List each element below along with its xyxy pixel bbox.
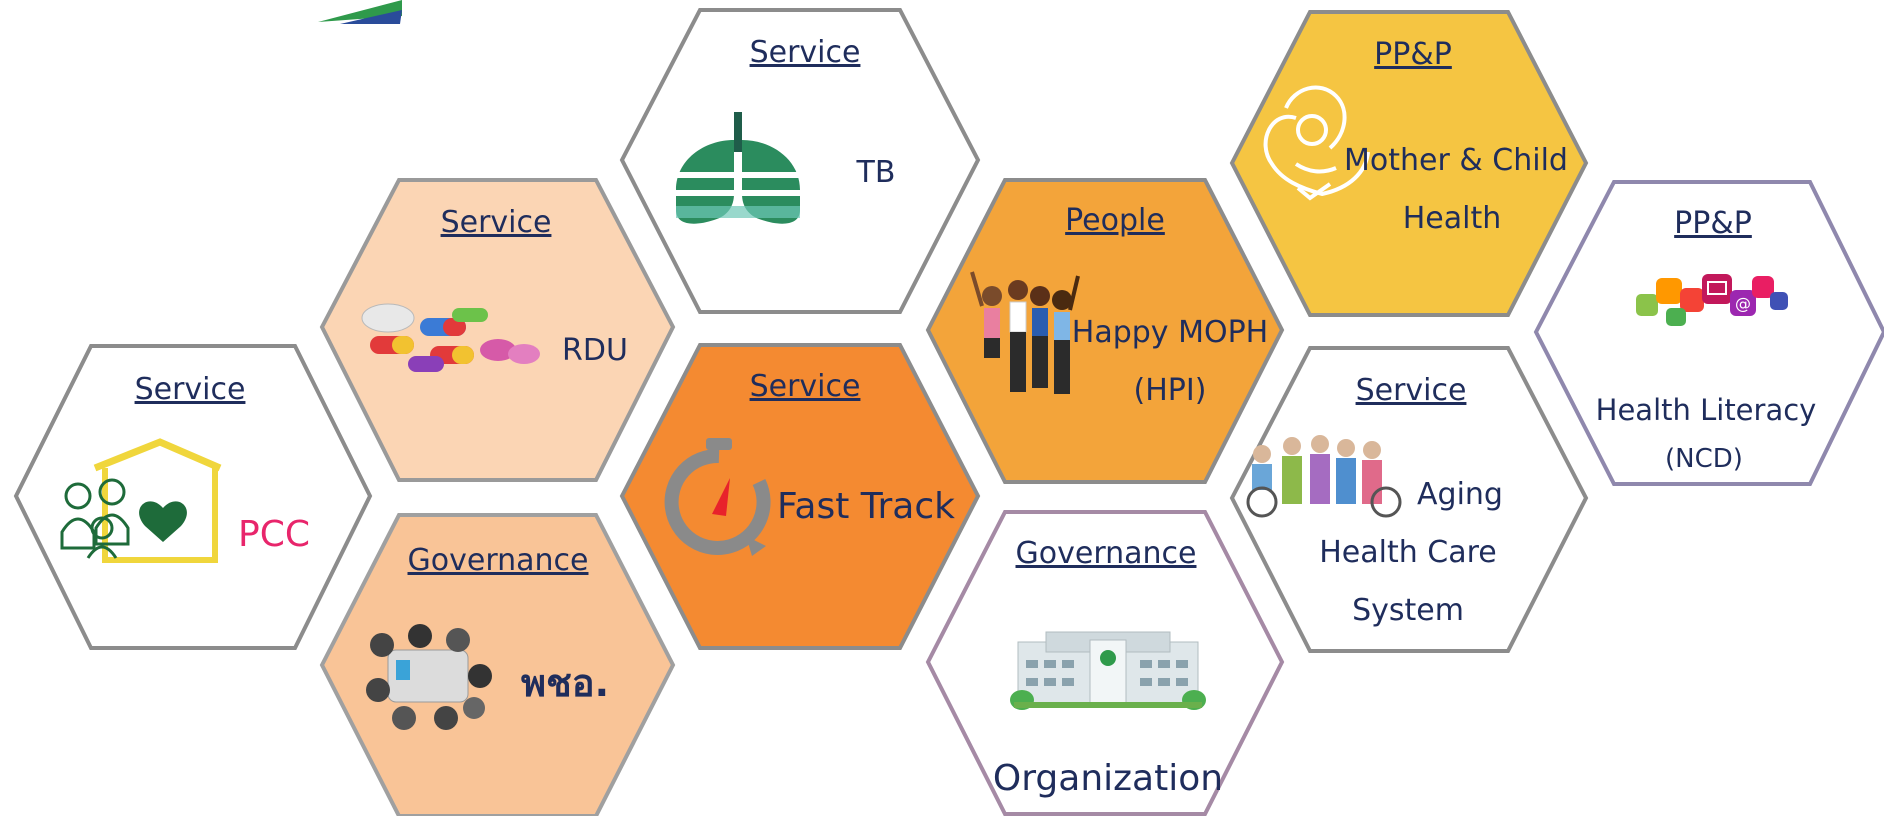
hex-mother-child-label-line1: Mother & Child: [1344, 143, 1568, 178]
hex-fast-track[interactable]: Service Fast Track: [619, 343, 981, 650]
social-media-bubbles-icon: @: [1636, 274, 1788, 326]
hex-happy-moph-category: People: [1065, 203, 1165, 238]
hex-happy-moph[interactable]: People Happy MOPH (HPI): [925, 178, 1285, 484]
hex-health-literacy-label-line1: Health Literacy: [1596, 393, 1817, 427]
hex-health-literacy-label-line2: (NCD): [1665, 444, 1743, 474]
hex-tb[interactable]: Service TB: [619, 8, 981, 314]
happy-people-icon: [970, 271, 1080, 394]
hex-mother-child[interactable]: PP&P Mother & Child Health: [1229, 10, 1589, 317]
hex-happy-moph-label-line2: (HPI): [1134, 373, 1207, 408]
stopwatch-icon: [664, 438, 771, 556]
hex-governance-phc-label: พชอ.: [521, 661, 609, 705]
hex-organization-label: Organization: [993, 758, 1223, 799]
hex-organization[interactable]: Governance Organization: [925, 510, 1285, 816]
hex-pcc-category: Service: [135, 372, 246, 407]
hex-rdu-category: Service: [441, 205, 552, 240]
hex-aging[interactable]: Service Aging Health Care System: [1229, 346, 1589, 653]
hex-tb-label: TB: [856, 155, 896, 190]
hex-happy-moph-label-line1: Happy MOPH: [1072, 315, 1268, 350]
hex-tb-category: Service: [750, 35, 861, 70]
hex-aging-category: Service: [1356, 373, 1467, 408]
hex-aging-label-line2: Health Care: [1319, 535, 1497, 570]
elderly-group-icon: [1246, 435, 1402, 518]
hex-mother-child-label-line2: Health: [1403, 201, 1502, 236]
logo-fragment-icon: [318, 0, 402, 24]
hospital-building-icon: [1010, 631, 1206, 710]
hex-pcc-label: PCC: [238, 514, 310, 555]
lungs-icon: [676, 112, 800, 224]
hex-organization-category: Governance: [1016, 536, 1197, 571]
hex-aging-label-line3: System: [1352, 593, 1464, 628]
hex-pcc[interactable]: Service PCC: [13, 344, 373, 650]
meeting-table-icon: [366, 624, 492, 730]
hex-health-literacy[interactable]: PP&P @ Health Literacy (NCD): [1533, 180, 1884, 486]
hex-governance-phc-category: Governance: [408, 543, 589, 578]
hex-rdu[interactable]: Service RDU: [319, 178, 676, 482]
hex-aging-label-line1: Aging: [1417, 477, 1503, 512]
mother-child-icon: [1263, 85, 1370, 201]
hex-mother-child-category: PP&P: [1374, 37, 1452, 72]
hex-fast-track-label: Fast Track: [777, 486, 955, 527]
hex-fast-track-category: Service: [750, 369, 861, 404]
hex-health-literacy-category: PP&P: [1674, 206, 1752, 241]
svg-text:@: @: [1735, 294, 1751, 313]
hex-rdu-label: RDU: [562, 333, 628, 368]
pills-icon: [361, 303, 540, 372]
family-home-heart-icon: [60, 438, 222, 563]
hex-governance-phc[interactable]: Governance พชอ.: [319, 513, 676, 816]
